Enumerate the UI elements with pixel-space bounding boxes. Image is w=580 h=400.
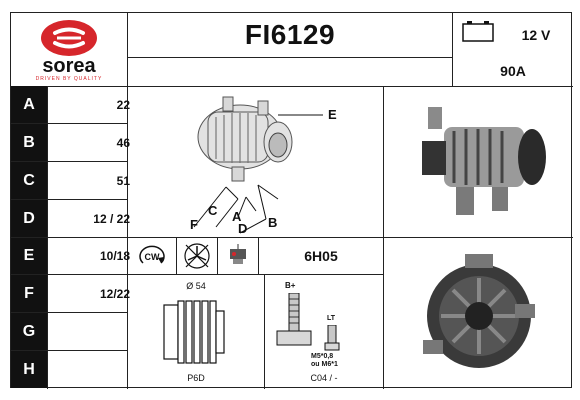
divider bbox=[176, 237, 177, 274]
spec-letter: F bbox=[11, 275, 47, 312]
spec-value: 12/22 bbox=[99, 286, 130, 301]
diagram-label-c: C bbox=[208, 203, 218, 218]
product-photo-side bbox=[384, 87, 573, 237]
spec-letter: E bbox=[11, 238, 47, 274]
part-number: FI6129 bbox=[244, 19, 336, 50]
row-divider bbox=[11, 274, 127, 275]
fan-cell bbox=[177, 238, 217, 274]
terminals-cell: B+ LT M5*0,8 ou M6*1 C04 / - bbox=[265, 275, 383, 389]
amperage: 90A bbox=[500, 63, 526, 79]
spec-letter: A bbox=[11, 86, 47, 123]
divider bbox=[127, 57, 452, 58]
rotation-indicator: CW bbox=[128, 238, 176, 274]
spec-value: 51 bbox=[116, 173, 130, 188]
thread-alt: ou M6*1 bbox=[311, 361, 338, 368]
rotation-arrow-icon bbox=[139, 245, 165, 264]
alternator-drawing-icon bbox=[193, 96, 323, 234]
row-divider bbox=[11, 123, 127, 124]
b-plus-bolt-icon bbox=[276, 293, 312, 346]
rotation-label: CW bbox=[144, 252, 160, 262]
lt-terminal-icon bbox=[324, 325, 340, 351]
spec-value: 10/18 bbox=[99, 249, 130, 263]
spec-value: 46 bbox=[116, 135, 130, 150]
spec-letter: G bbox=[11, 313, 47, 350]
spec-letter: B bbox=[11, 124, 47, 161]
spec-value bbox=[48, 313, 134, 350]
pulley-type: P6D bbox=[187, 373, 205, 383]
terminal-b-plus-label: B+ bbox=[285, 281, 296, 290]
diagram-label-f: F bbox=[190, 217, 198, 232]
spec-value: 12 / 22 bbox=[93, 211, 130, 226]
sorea-logo-icon bbox=[41, 20, 97, 56]
thread-main: M5*0,8 bbox=[311, 353, 334, 360]
alternator-rear-photo-icon bbox=[422, 253, 535, 368]
divider bbox=[127, 237, 383, 238]
divider bbox=[217, 237, 218, 274]
divider bbox=[264, 274, 265, 389]
spec-letter: H bbox=[11, 351, 47, 388]
row-divider bbox=[11, 350, 127, 351]
regulator-cell bbox=[218, 238, 258, 274]
divider bbox=[452, 13, 453, 86]
diagram-label-b: B bbox=[268, 215, 278, 230]
row-divider bbox=[11, 237, 127, 238]
pulley-icon bbox=[163, 300, 225, 364]
row-divider bbox=[47, 86, 48, 389]
battery-icon bbox=[462, 21, 494, 42]
brand-tagline: DRIVEN BY QUALITY bbox=[35, 76, 103, 82]
dimension-diagram: E C A B F D bbox=[128, 87, 383, 237]
divider bbox=[127, 13, 128, 389]
divider bbox=[383, 237, 573, 238]
diagram-label-e: E bbox=[328, 107, 337, 122]
spec-letter: C bbox=[11, 162, 47, 199]
divider bbox=[127, 274, 383, 275]
brand-name: sorea bbox=[42, 54, 96, 77]
spec-letter: D bbox=[11, 200, 47, 237]
fan-crossed-icon bbox=[184, 243, 210, 269]
spec-value: 22 bbox=[116, 97, 130, 112]
voltage: 12 V bbox=[521, 27, 551, 43]
regulator-icon bbox=[230, 244, 246, 264]
diagram-label-d: D bbox=[238, 221, 248, 236]
connector-code: C04 / - bbox=[310, 373, 338, 383]
product-photo-rear bbox=[384, 238, 573, 389]
product-sheet: sorea DRIVEN BY QUALITY FI6129 12 V 90A … bbox=[10, 12, 573, 389]
pulley-cell: Ø 54 P6D bbox=[128, 275, 264, 389]
brand-logo: sorea DRIVEN BY QUALITY bbox=[11, 13, 127, 86]
regulator-code: 6H05 bbox=[304, 248, 338, 264]
row-divider bbox=[11, 161, 127, 162]
terminal-lt-label: LT bbox=[327, 315, 336, 322]
spec-value bbox=[48, 351, 134, 388]
divider bbox=[258, 237, 259, 274]
row-divider bbox=[11, 312, 127, 313]
divider bbox=[11, 86, 573, 87]
pulley-diameter: Ø 54 bbox=[186, 281, 206, 291]
alternator-side-photo-icon bbox=[421, 107, 546, 215]
row-divider bbox=[11, 199, 127, 200]
diagram-label-a: A bbox=[232, 209, 242, 224]
